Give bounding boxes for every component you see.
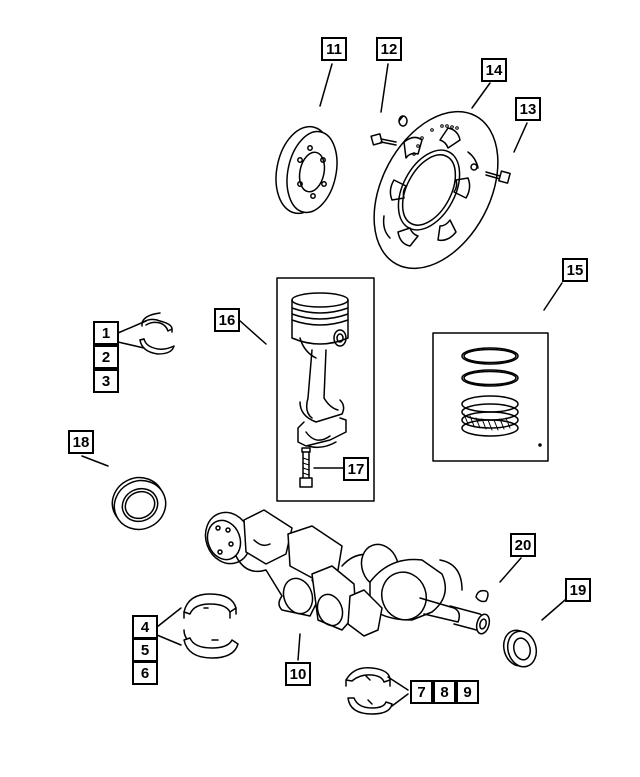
callout-10[interactable]: 10 <box>285 662 311 686</box>
crankshaft[interactable] <box>198 506 491 637</box>
woodruff-key[interactable] <box>475 589 489 603</box>
callout-4[interactable]: 4 <box>132 615 158 639</box>
callout-20[interactable]: 20 <box>510 533 536 557</box>
thrust-bearing-shells-4-6[interactable] <box>183 593 239 659</box>
callout-2[interactable]: 2 <box>93 345 119 369</box>
piston-and-connecting-rod[interactable] <box>291 292 349 449</box>
piston-rings-frame <box>432 332 549 462</box>
callout-8[interactable]: 8 <box>433 680 456 704</box>
rear-crankshaft-oil-seal[interactable] <box>104 469 173 537</box>
callout-18[interactable]: 18 <box>68 430 94 454</box>
main-bearing-shells-1-3[interactable] <box>139 312 175 355</box>
callout-14[interactable]: 14 <box>481 58 507 82</box>
flex-plate-bolt-right[interactable] <box>485 170 511 184</box>
front-crankshaft-oil-seal[interactable] <box>500 627 540 670</box>
connecting-rod-bolt[interactable] <box>299 447 313 488</box>
flywheel-adapter-plate[interactable] <box>268 121 344 218</box>
callout-9[interactable]: 9 <box>456 680 479 704</box>
callout-11[interactable]: 11 <box>321 37 347 61</box>
flex-plate-bolt-left[interactable] <box>370 133 397 146</box>
leader-lines <box>81 63 566 707</box>
callout-1[interactable]: 1 <box>93 321 119 345</box>
callout-17[interactable]: 17 <box>343 457 369 481</box>
callout-6[interactable]: 6 <box>132 661 158 685</box>
dowel-pin[interactable] <box>398 115 408 127</box>
bearing-shells-7-9[interactable] <box>345 667 393 715</box>
callout-16[interactable]: 16 <box>214 308 240 332</box>
callout-7[interactable]: 7 <box>410 680 433 704</box>
callout-13[interactable]: 13 <box>515 97 541 121</box>
flex-plate[interactable] <box>349 90 523 289</box>
callout-12[interactable]: 12 <box>376 37 402 61</box>
callout-5[interactable]: 5 <box>132 638 158 662</box>
callout-3[interactable]: 3 <box>93 369 119 393</box>
callout-19[interactable]: 19 <box>565 578 591 602</box>
callout-15[interactable]: 15 <box>562 258 588 282</box>
piston-ring-set[interactable] <box>461 347 542 447</box>
